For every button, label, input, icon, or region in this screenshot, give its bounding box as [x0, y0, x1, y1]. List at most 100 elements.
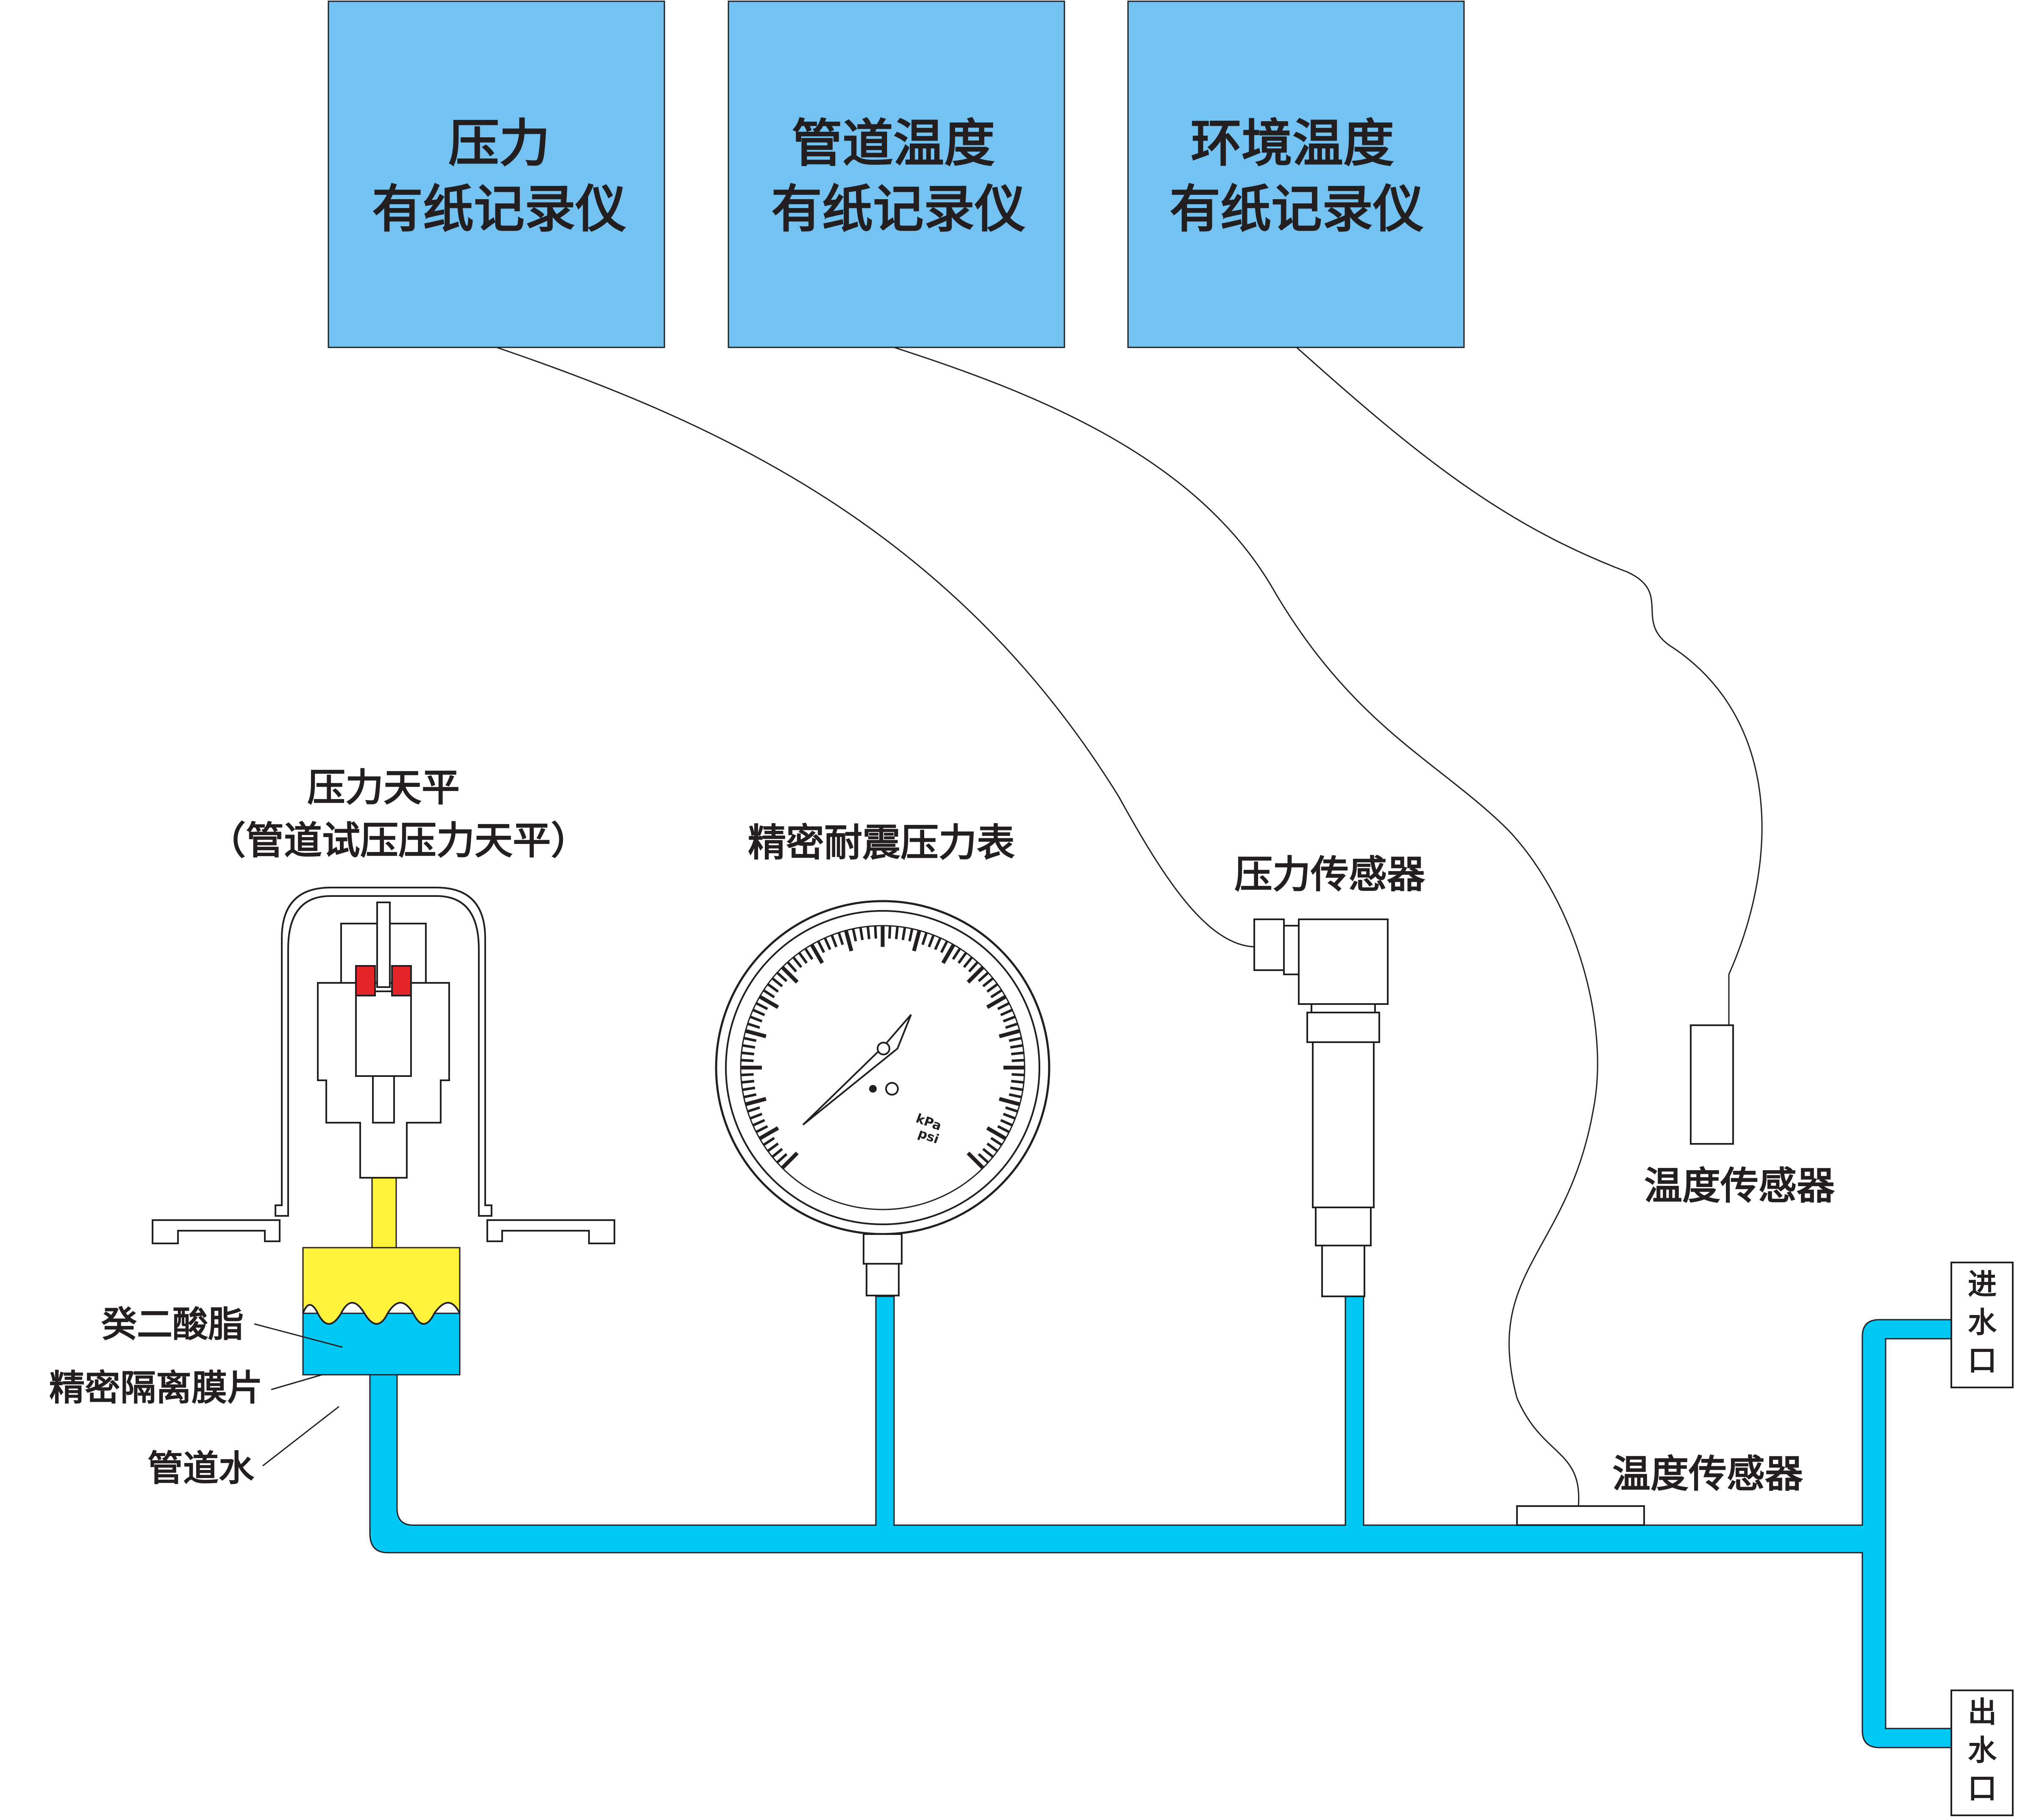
- balance-inner-stem: [372, 1075, 395, 1124]
- gauge-tick: [1011, 1073, 1025, 1076]
- gauge-tick: [940, 941, 948, 953]
- pipe-network: [369, 1296, 1954, 1748]
- gauge-tick: [831, 935, 838, 948]
- transmitter-cable-gland: [1253, 918, 1285, 971]
- gauge-tick: [888, 926, 892, 939]
- pressure-balance: [152, 887, 615, 1244]
- diaphragm-label: 精密隔离膜片: [49, 1367, 263, 1409]
- balance-seal-left: [355, 965, 376, 996]
- inlet-char-3: 口: [1968, 1344, 1997, 1378]
- gauge-tick: [758, 995, 779, 1009]
- recorder-ambient-temperature-line2: 有纸记录仪: [1170, 180, 1424, 239]
- gauge-tick: [963, 956, 973, 968]
- gauge-tick: [786, 961, 797, 973]
- gauge-tick: [767, 983, 779, 993]
- gauge-stem: [863, 1233, 903, 1265]
- transmitter-neck: [1311, 1003, 1376, 1013]
- gauge-tick: [792, 956, 803, 968]
- pipe-water-label: 管道水: [147, 1448, 255, 1489]
- gauge-tick: [912, 930, 922, 952]
- pressure-gauge: kPa psi: [715, 900, 1050, 1296]
- recorder-pipe-temperature: 管道温度 有纸记录仪: [728, 0, 1065, 348]
- gauge-tick: [741, 1073, 754, 1076]
- gauge-tick: [771, 1148, 783, 1158]
- grease-label: 癸二酸脂: [101, 1304, 244, 1345]
- gauge-tick: [990, 1137, 1003, 1146]
- gauge-tick: [747, 1022, 760, 1029]
- gauge-ticks: [741, 926, 1025, 1170]
- pipe-temperature-sensor-title: 温度传感器: [1612, 1452, 1803, 1496]
- ambient-temperature-sensor: [1690, 1024, 1734, 1145]
- transmitter-thread: [1321, 1245, 1365, 1297]
- gauge-tick: [1005, 1022, 1018, 1029]
- gauge-tick: [1005, 1106, 1018, 1113]
- gauge-tick: [742, 1044, 756, 1049]
- gauge-tick: [921, 932, 928, 945]
- recorder-pressure-line1: 压力: [448, 114, 550, 173]
- pressure-transmitter: [1253, 918, 1389, 1297]
- gauge-tick: [967, 965, 985, 984]
- balance-seal-right: [391, 965, 412, 996]
- gauge-tick: [837, 932, 844, 945]
- gauge-tick: [986, 995, 1007, 1009]
- gauge-tick: [874, 926, 878, 939]
- leader-pipe-water: [262, 1406, 339, 1467]
- gauge-tick: [752, 1009, 765, 1016]
- gauge-tick: [781, 1151, 799, 1170]
- diaphragm: [302, 1302, 461, 1325]
- water-inlet[interactable]: 进 水 口: [1950, 1262, 2014, 1388]
- gauge-tick: [1000, 1119, 1013, 1126]
- balance-rod: [376, 902, 391, 988]
- gauge-tick: [1011, 1079, 1024, 1084]
- gauge-pivot: [877, 1042, 890, 1055]
- gauge-tick: [747, 1106, 760, 1113]
- gauge-tick: [1003, 1113, 1016, 1120]
- gauge-tick: [1000, 1009, 1013, 1016]
- gauge-tick: [982, 977, 994, 988]
- gauge-tick: [928, 935, 935, 948]
- inlet-char-1: 进: [1968, 1268, 1997, 1301]
- gauge-tick: [999, 1097, 1020, 1107]
- transmitter-head: [1298, 918, 1389, 1005]
- gauge-tick: [852, 928, 857, 942]
- gauge-tick: [771, 977, 783, 988]
- gauge-tick: [952, 948, 961, 960]
- gauge-title: 精密耐震压力表: [748, 821, 1015, 865]
- cable-pressure-recorder: [496, 347, 1255, 948]
- gauge-tick: [743, 1037, 757, 1042]
- gauge-tick: [810, 943, 824, 964]
- recorder-ambient-temperature-line1: 环境温度: [1191, 114, 1394, 173]
- gauge-tick: [758, 1126, 779, 1140]
- cable-pipe-temperature-recorder: [894, 347, 1598, 1506]
- gauge-tick: [859, 927, 864, 941]
- pressure-transmitter-title: 压力传感器: [1234, 852, 1425, 897]
- gauge-tick: [866, 926, 871, 939]
- gauge-tick: [1011, 1051, 1024, 1056]
- gauge-tick: [978, 971, 989, 982]
- gauge-tick: [776, 971, 788, 982]
- gauge-tick: [742, 1086, 756, 1091]
- gauge-tick: [1008, 1037, 1022, 1042]
- gauge-tick: [997, 1125, 1010, 1133]
- transmitter-hex: [1315, 1207, 1372, 1246]
- gauge-tick: [982, 1148, 994, 1158]
- gauge-tick: [750, 1113, 763, 1120]
- gauge-tick: [844, 930, 853, 952]
- gauge-tick: [968, 961, 979, 973]
- gauge-zero-pin: [869, 1085, 877, 1093]
- gauge-thread: [866, 1263, 900, 1296]
- gauge-tick: [804, 948, 814, 960]
- gauge-tick: [741, 1059, 754, 1063]
- leader-diaphragm: [271, 1374, 322, 1390]
- transmitter-collar: [1306, 1012, 1380, 1043]
- gauge-tick: [1010, 1044, 1023, 1049]
- balance-piston: [355, 990, 412, 1077]
- gauge-tick: [763, 989, 775, 999]
- gauge-tick: [908, 928, 914, 942]
- leader-grease: [254, 1323, 343, 1348]
- grease-chamber: [302, 1247, 461, 1325]
- gauge-tick: [763, 1137, 775, 1146]
- water-outlet[interactable]: 出 水 口: [1950, 1690, 2014, 1816]
- recorder-ambient-temperature: 环境温度 有纸记录仪: [1127, 0, 1465, 348]
- balance-hood: [275, 887, 492, 1217]
